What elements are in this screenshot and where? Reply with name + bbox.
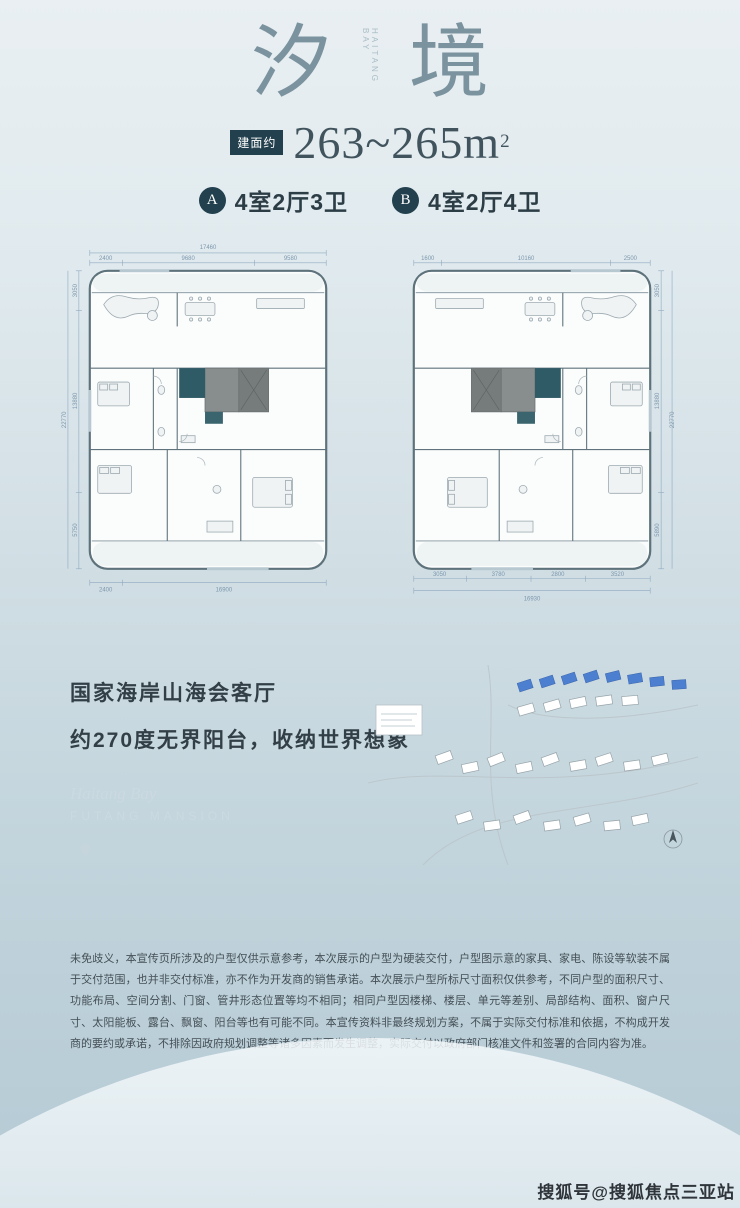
badge-b-circle: B bbox=[392, 186, 419, 214]
plan-a-dim-left-total: 22770 bbox=[62, 270, 69, 569]
plan-b-dim-bottom-total: 16930 bbox=[413, 587, 651, 603]
dim-label: 22770 bbox=[670, 411, 676, 428]
dim-label: 2400 bbox=[99, 256, 113, 262]
floorplans-section: 17460 2400 9680 9580 22770 3050 13880 5 bbox=[0, 241, 740, 605]
area-prefix-tag: 建面约 bbox=[230, 130, 284, 155]
page-title: 汐 HAITANG BAY 境 bbox=[0, 0, 740, 106]
dim-label: 10160 bbox=[518, 256, 535, 262]
dim-label: 2500 bbox=[624, 256, 638, 262]
dim-label: 9680 bbox=[182, 256, 196, 262]
dim-label: 17460 bbox=[200, 245, 217, 251]
feature-section: 国家海岸山海会客厅 约270度无界阳台，收纳世界想象 Haitang Bay F… bbox=[70, 664, 698, 891]
dim-label: 9580 bbox=[284, 256, 298, 262]
title-vertical-english: HAITANG BAY bbox=[361, 28, 379, 84]
area-value: 263~265m bbox=[293, 117, 501, 168]
unit-type-badges: A 4室2厅3卫 B 4室2厅4卫 bbox=[0, 183, 740, 217]
disclaimer-text: 未免歧义，本宣传页所涉及的户型仅供示意参考，本次展示的户型为硬装交付，户型图示意… bbox=[70, 952, 670, 1051]
badge-a-circle: A bbox=[198, 186, 226, 214]
area-line: 建面约 263~265m 2 bbox=[0, 116, 740, 169]
floorplan-b-drawing: 1600 10160 2500 22770 3050 13880 5890 bbox=[412, 256, 676, 603]
plan-a-dim-top-total: 17460 bbox=[89, 245, 327, 256]
plan-b-dim-right-segments: 3050 13880 5890 bbox=[655, 270, 665, 570]
dim-label: 1600 bbox=[421, 256, 435, 262]
dim-label: 22770 bbox=[62, 411, 68, 428]
plan-a-dim-top-segments: 2400 9680 9580 bbox=[89, 256, 327, 266]
badge-a-label: 4室2厅3卫 bbox=[234, 189, 348, 215]
site-roads bbox=[368, 664, 698, 865]
dim-label: 5890 bbox=[655, 523, 661, 537]
floorplan-a-drawing: 17460 2400 9680 9580 22770 3050 13880 5 bbox=[62, 245, 328, 594]
feature-line-1: 国家海岸山海会客厅 bbox=[70, 681, 277, 705]
badge-unit-a: A 4室2厅3卫 bbox=[198, 183, 348, 217]
badge-unit-b: B 4室2厅4卫 bbox=[392, 183, 541, 217]
watermark-line-1: Haitang Bay bbox=[70, 783, 157, 803]
dim-label: 13880 bbox=[73, 392, 79, 409]
badge-b-label: 4室2厅4卫 bbox=[428, 189, 542, 215]
dim-label: 3520 bbox=[611, 572, 625, 578]
dim-label: 16900 bbox=[216, 588, 233, 594]
dim-label: 16930 bbox=[524, 597, 541, 603]
title-char-1: 汐 bbox=[251, 20, 331, 108]
site-buildings bbox=[434, 694, 670, 832]
site-label-box bbox=[375, 704, 423, 735]
plan-b-dim-right-total: 22770 bbox=[670, 270, 676, 569]
english-watermark: Haitang Bay FUTANG MANSION bbox=[70, 784, 670, 823]
site-buildings-highlighted bbox=[516, 669, 687, 692]
dim-label: 5750 bbox=[73, 523, 79, 537]
dim-label: 2400 bbox=[99, 588, 113, 594]
location-pin-icon bbox=[77, 840, 94, 856]
dim-label: 2800 bbox=[551, 572, 565, 578]
dim-label: 3050 bbox=[655, 283, 661, 297]
site-plan-drawing bbox=[368, 664, 698, 865]
plan-b-dim-top-segments: 1600 10160 2500 bbox=[413, 256, 651, 266]
compass-icon bbox=[663, 829, 683, 848]
title-char-2: 境 bbox=[409, 20, 489, 108]
feature-text: 国家海岸山海会客厅 约270度无界阳台，收纳世界想象 Haitang Bay F… bbox=[70, 677, 670, 856]
dim-label: 3050 bbox=[73, 283, 79, 297]
dim-label: 3780 bbox=[492, 572, 506, 578]
feature-line-2: 约270度无界阳台，收纳世界想象 bbox=[70, 728, 411, 752]
area-superscript: 2 bbox=[500, 131, 510, 153]
dim-label: 3050 bbox=[433, 572, 447, 578]
plan-b-dim-bottom-segments: 3050 3780 2800 3520 bbox=[413, 572, 651, 582]
dim-label: 13880 bbox=[655, 392, 661, 409]
plan-a-dim-bottom: 2400 16900 bbox=[89, 579, 327, 594]
plan-a-dim-left-segments: 3050 13880 5750 bbox=[73, 270, 82, 570]
watermark-line-2: FUTANG MANSION bbox=[70, 808, 234, 823]
sohu-watermark: 搜狐号@搜狐焦点三亚站 bbox=[537, 1183, 735, 1202]
